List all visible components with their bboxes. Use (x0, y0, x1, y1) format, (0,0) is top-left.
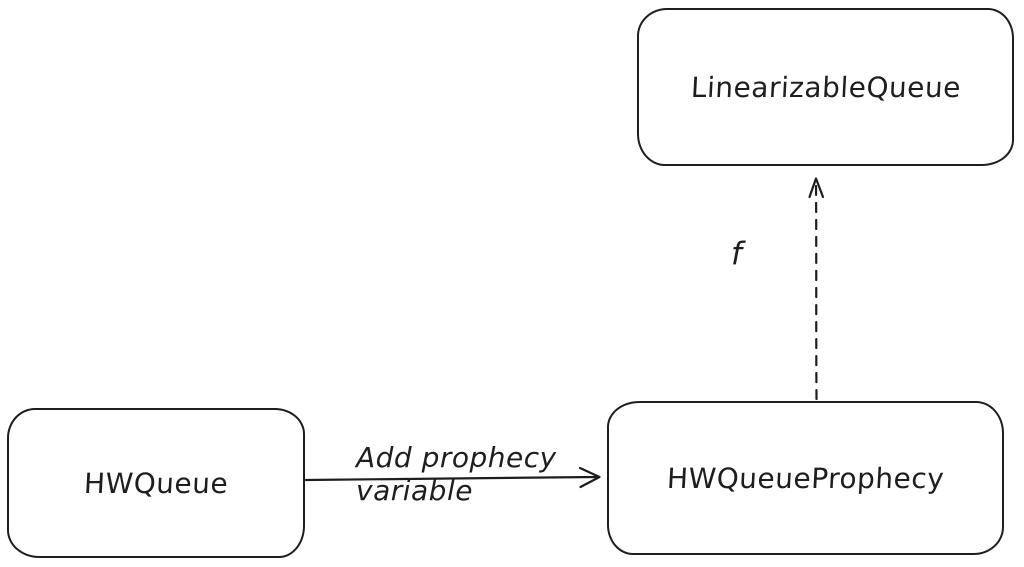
arrow-add-prophecy-variable[interactable] (304, 466, 601, 489)
node-hw-queue[interactable]: HWQueue (7, 408, 305, 558)
node-label-hw-queue-prophecy: HWQueueProphecy (665, 461, 946, 495)
node-label-linearizable-queue: LinearizableQueue (689, 70, 962, 104)
node-hw-queue-prophecy[interactable]: HWQueueProphecy (607, 401, 1004, 555)
node-linearizable-queue[interactable]: LinearizableQueue (637, 8, 1014, 166)
edge-label-add-prophecy-variable[interactable]: Add prophecy variable (356, 441, 557, 507)
node-label-hw-queue: HWQueue (83, 466, 229, 500)
arrow-refinement-f[interactable] (808, 177, 825, 401)
edge-label-f[interactable]: f (731, 236, 743, 272)
